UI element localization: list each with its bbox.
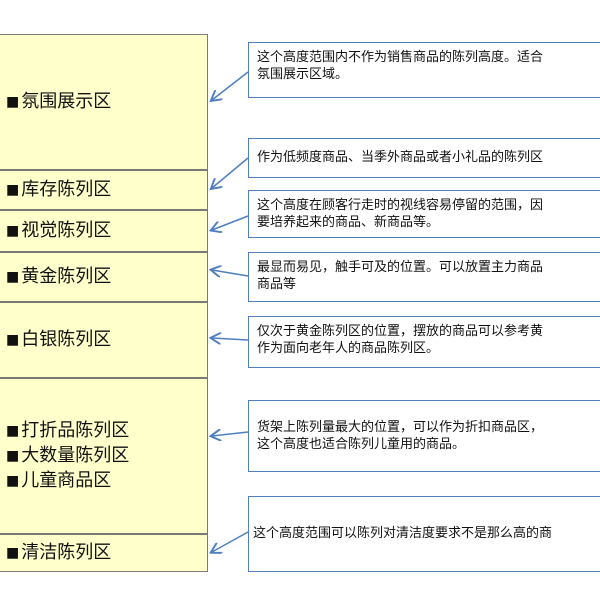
zone-stock: ■库存陈列区 <box>0 170 208 210</box>
zone-visual: ■视觉陈列区 <box>0 210 208 252</box>
note-atmosphere: 这个高度范围内不作为销售商品的陈列高度。适合 氛围展示区域。 <box>248 42 600 98</box>
zone-label: 清洁陈列区 <box>21 541 112 563</box>
zone-label: 氛围展示区 <box>21 90 112 112</box>
zone-label: 白银陈列区 <box>21 328 112 350</box>
zone-label: 儿童商品区 <box>21 469 112 491</box>
note-stock: 作为低频度商品、当季外商品或者小礼品的陈列区 <box>248 138 600 178</box>
arrow-silver <box>212 338 249 340</box>
zone-label: 大数量陈列区 <box>21 444 130 466</box>
note-cleaning: 这个高度范围可以陈列对清洁度要求不是那么高的商 <box>248 496 600 572</box>
arrow-cleaning <box>212 531 249 552</box>
arrow-atmosphere <box>212 71 249 100</box>
note-gold: 最显而易见，触手可及的位置。可以放置主力商品 商品等 <box>248 252 600 302</box>
zone-label: 库存陈列区 <box>21 178 112 200</box>
zone-silver: ■白银陈列区 <box>0 302 208 378</box>
note-discount: 货架上陈列量最大的位置，可以作为折扣商品区， 这个高度也适合陈列儿童用的商品。 <box>248 400 600 472</box>
arrow-gold <box>212 270 249 276</box>
zone-label: 视觉陈列区 <box>21 219 112 241</box>
note-silver: 仅次于黄金陈列区的位置，摆放的商品可以参考黄 作为面向老年人的商品陈列区。 <box>248 316 600 368</box>
note-visual: 这个高度在顾客行走时的视线容易停留的范围，因 要培养起来的商品、新商品等。 <box>248 190 600 238</box>
arrow-discount <box>212 432 249 436</box>
arrow-visual <box>212 215 249 230</box>
zone-label: 黄金陈列区 <box>21 265 112 287</box>
zone-cleaning: ■清洁陈列区 <box>0 534 208 572</box>
zone-label: 打折品陈列区 <box>21 419 130 441</box>
arrow-stock <box>212 157 249 188</box>
zone-atmosphere: ■氛围展示区 <box>0 34 208 170</box>
zone-gold: ■黄金陈列区 <box>0 252 208 302</box>
zone-discount-bulk-kids: ■打折品陈列区 ■大数量陈列区 ■儿童商品区 <box>0 378 208 534</box>
